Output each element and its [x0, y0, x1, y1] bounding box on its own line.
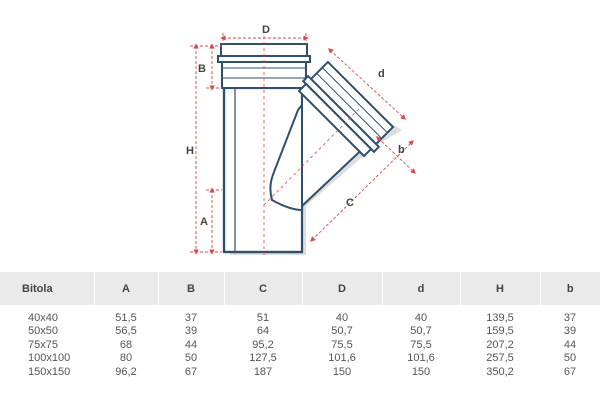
label-d: d: [378, 68, 385, 80]
cell-b: 37: [563, 312, 577, 324]
cell-H: 139,5: [486, 312, 514, 324]
cell-d: 40: [414, 312, 428, 324]
label-A: A: [200, 216, 208, 228]
cell-B: 39: [184, 325, 198, 338]
cell-D: 150: [332, 365, 352, 378]
table-row: 50x50 56,5 39 64 50,7 50,7 159,5 39: [0, 325, 600, 338]
cell-H: 207,2: [486, 338, 514, 351]
cell-C: 187: [253, 365, 273, 378]
cell-b: 67: [563, 365, 577, 378]
header-H: H: [459, 272, 540, 305]
cell-C: 95,2: [252, 338, 274, 351]
cell-A: 51,5: [115, 312, 137, 324]
cell-B: 50: [184, 352, 198, 365]
junction-fitting-diagram: D B H A d b C: [186, 24, 416, 258]
cell-D: 40: [335, 312, 349, 324]
cell-d: 50,7: [410, 325, 432, 338]
cell-C: 64: [256, 325, 270, 338]
label-D: D: [262, 24, 270, 36]
table-row: 150x150 96,2 67 187 150 150 350,2 67: [0, 366, 600, 379]
header-B: B: [157, 272, 224, 305]
cell-d: 101,6: [407, 352, 435, 365]
cell-C: 127,5: [249, 352, 277, 365]
label-B: B: [198, 63, 206, 75]
cell-A: 96,2: [115, 365, 137, 378]
header-b: b: [539, 272, 600, 305]
cell-b: 39: [563, 325, 577, 338]
header-d: d: [381, 272, 460, 305]
cell-bitola: 100x100: [28, 352, 71, 365]
cell-C: 51: [256, 312, 270, 324]
cell-H: 257,5: [486, 352, 514, 365]
header-A: A: [93, 272, 158, 305]
header-C: C: [223, 272, 302, 305]
cell-A: 80: [119, 352, 133, 365]
label-b: b: [398, 144, 405, 156]
dimension-lines: [190, 33, 416, 255]
label-H: H: [186, 145, 194, 157]
cell-bitola: 50x50: [28, 325, 58, 338]
cell-d: 150: [411, 365, 431, 378]
cell-bitola: 75x75: [28, 338, 58, 351]
cell-D: 50,7: [331, 325, 353, 338]
cell-H: 350,2: [486, 365, 514, 378]
cell-b: 50: [563, 352, 577, 365]
cell-B: 67: [184, 365, 198, 378]
cell-bitola: 40x40: [28, 312, 58, 324]
cell-B: 37: [184, 312, 198, 324]
label-C: C: [346, 197, 354, 209]
cell-b: 44: [563, 338, 577, 351]
cell-A: 68: [119, 338, 133, 351]
cell-D: 101,6: [328, 352, 356, 365]
cell-bitola: 150x150: [28, 365, 71, 378]
table-row: 75x75 68 44 95,2 75,5 75,5 207,2 44: [0, 339, 600, 352]
header-D: D: [301, 272, 382, 305]
cell-D: 75,5: [331, 338, 353, 351]
table-row: 40x40 51,5 37 51 40 40 139,5 37: [0, 305, 600, 325]
table-header-row: Bitola A B C D d H b: [0, 272, 600, 305]
dimension-table: Bitola A B C D d H b 40x40 51,5 37 51 40…: [0, 272, 600, 379]
cell-H: 159,5: [486, 325, 514, 338]
cell-B: 44: [184, 338, 198, 351]
table-row: 100x100 80 50 127,5 101,6 101,6 257,5 50: [0, 352, 600, 365]
header-bitola: Bitola: [0, 272, 94, 305]
cell-A: 56,5: [115, 325, 137, 338]
cell-d: 75,5: [410, 338, 432, 351]
